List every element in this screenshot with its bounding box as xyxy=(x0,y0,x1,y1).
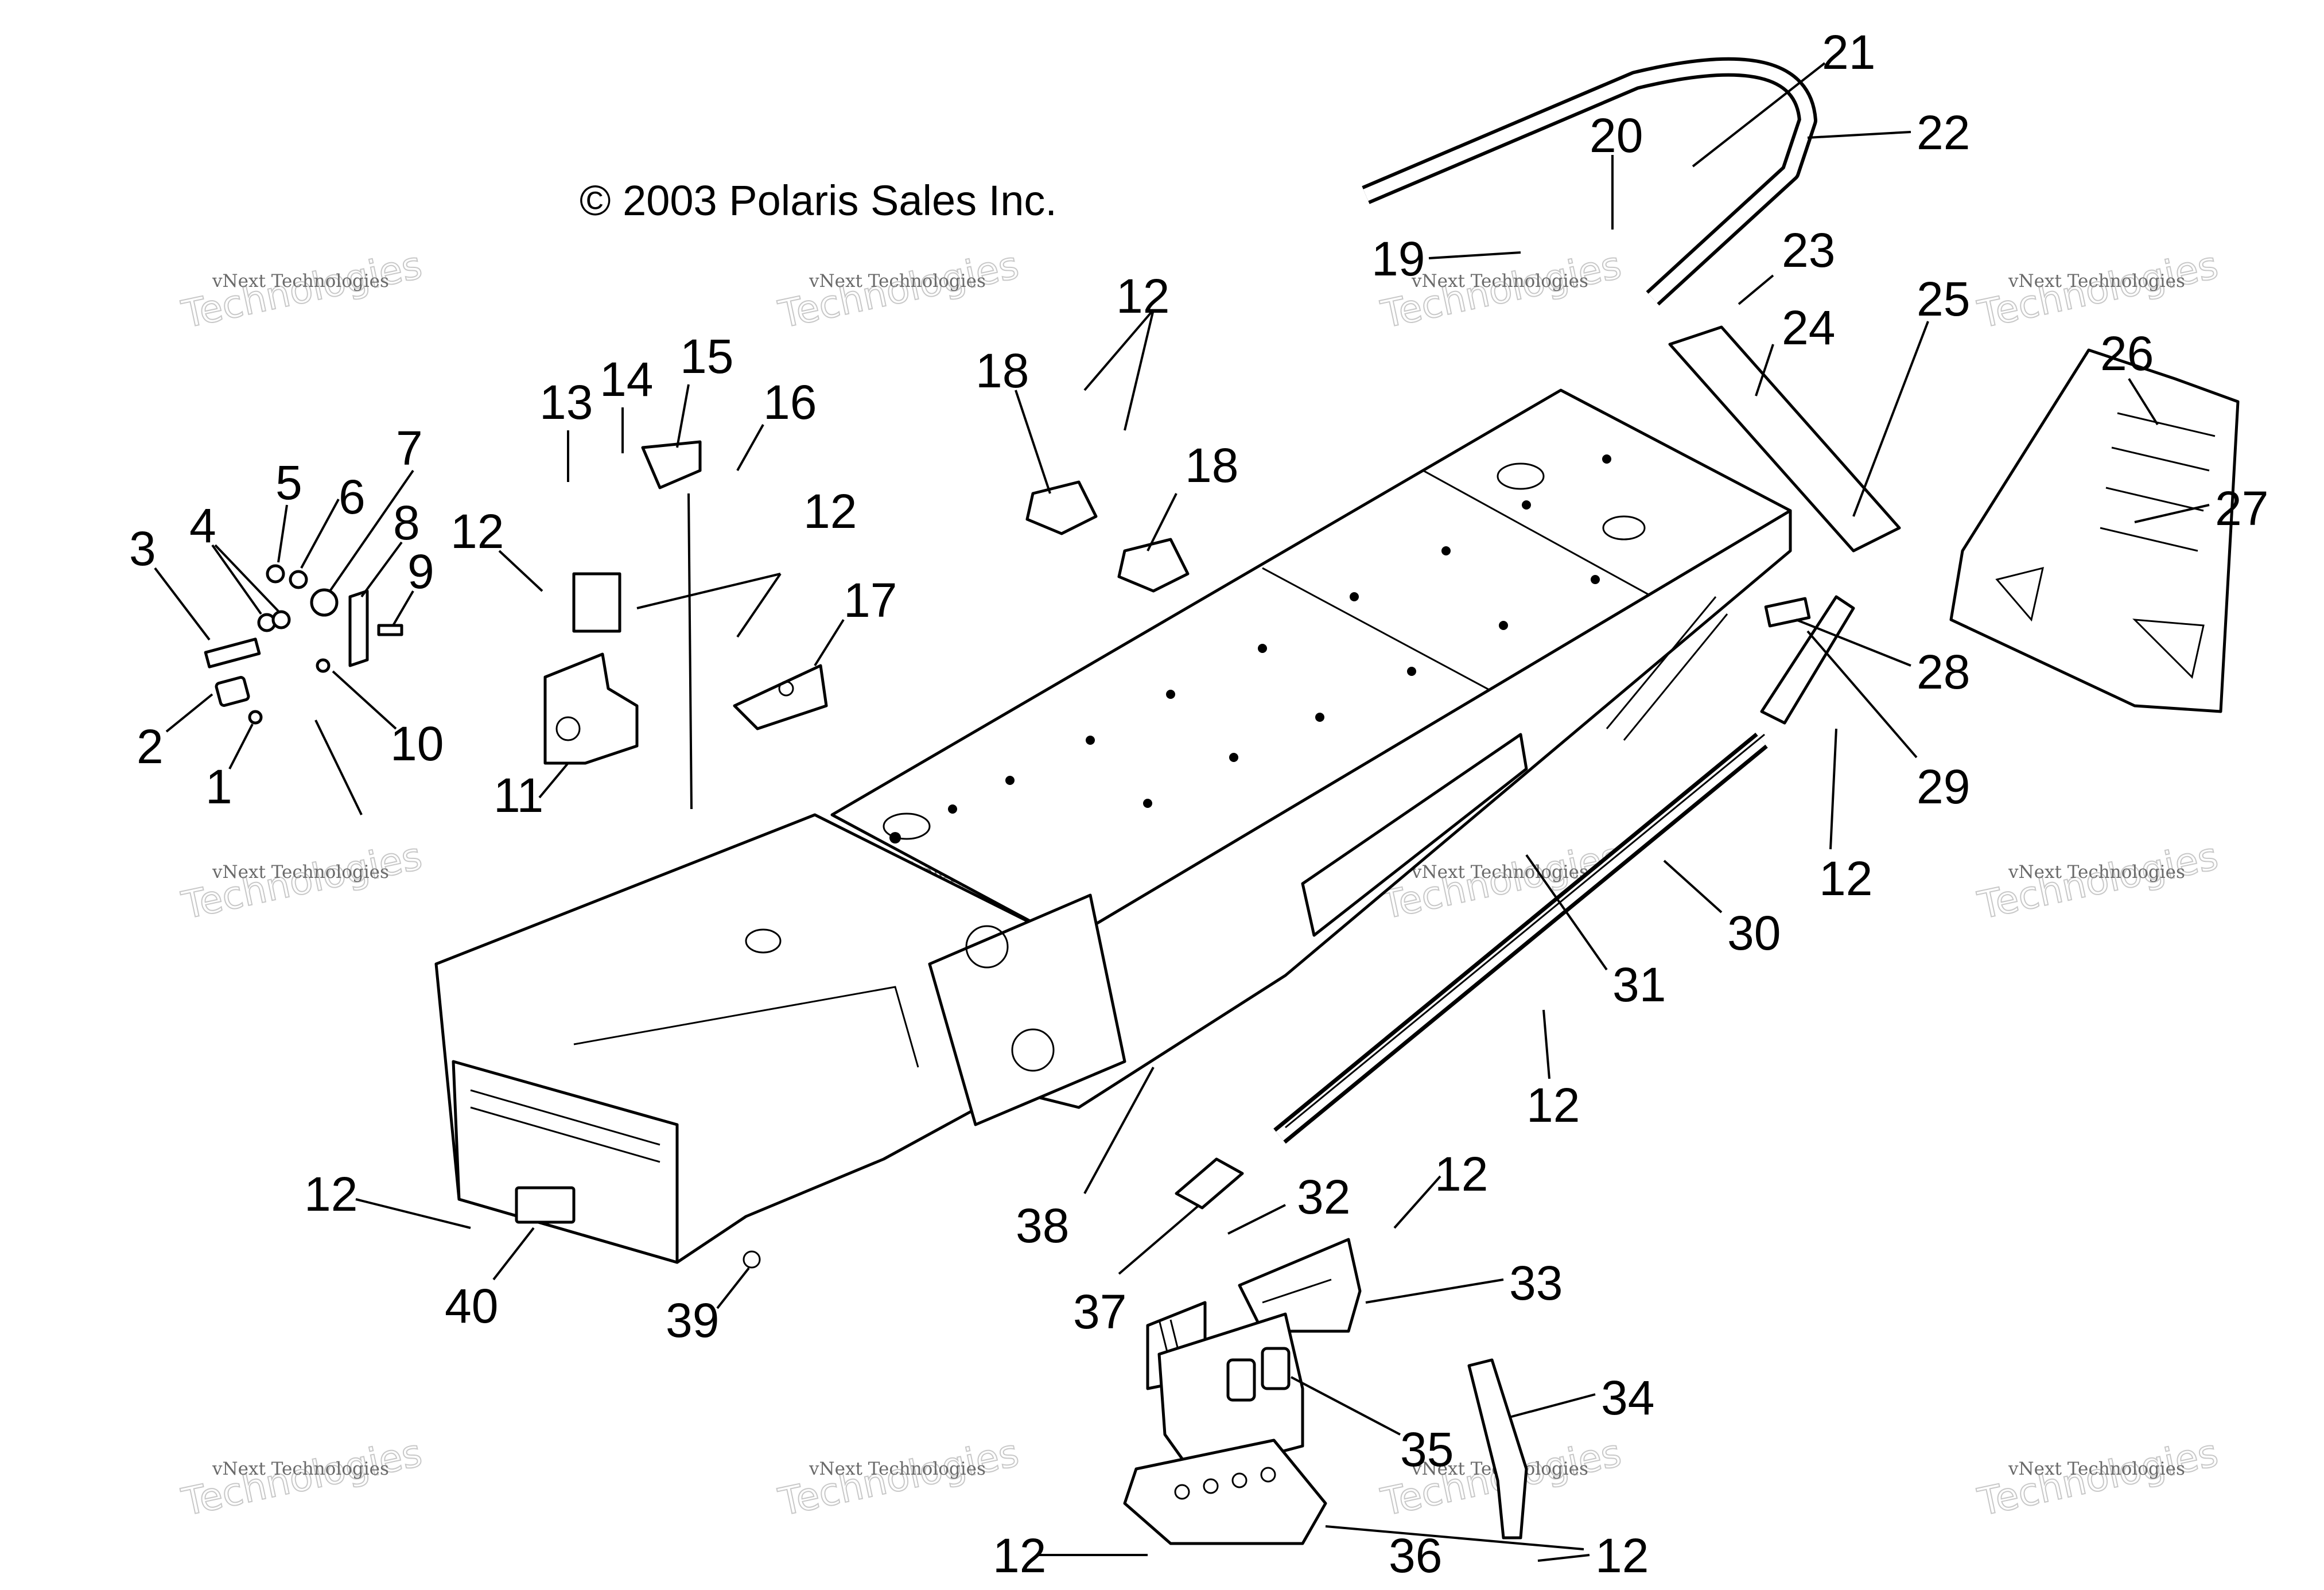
callout-12-left: 12 xyxy=(450,504,504,558)
callout-12-bottom-right: 12 xyxy=(1595,1529,1649,1583)
callout-12-lower: 12 xyxy=(1435,1147,1488,1201)
watermark: Technologies vNext Technologies xyxy=(177,242,426,337)
svg-text:vNext Technologies: vNext Technologies xyxy=(2008,1459,2185,1479)
callout-38: 38 xyxy=(1016,1199,1069,1253)
callout-40: 40 xyxy=(445,1279,498,1333)
hardware-parts-upper-left xyxy=(204,564,403,725)
callout-22: 22 xyxy=(1917,106,1970,160)
callout-12-bracket: 12 xyxy=(803,484,857,538)
bracket-parts xyxy=(543,440,828,765)
chassis-tunnel xyxy=(434,388,1792,1264)
svg-text:vNext Technologies: vNext Technologies xyxy=(212,862,389,883)
copyright-text: © 2003 Polaris Sales Inc. xyxy=(580,177,1057,224)
callout-25: 25 xyxy=(1917,272,1970,326)
slide-rail-part-30 xyxy=(1273,732,1768,1144)
watermark: Technologies vNext Technologies xyxy=(177,833,426,928)
watermark: Technologies vNext Technologies xyxy=(1973,833,2222,928)
callout-28: 28 xyxy=(1917,645,1970,699)
watermark: Technologies vNext Technologies xyxy=(1973,1430,2222,1525)
callout-10: 10 xyxy=(390,717,444,771)
callout-3: 3 xyxy=(129,522,156,576)
snow-flap-part-27 xyxy=(1949,348,2240,713)
callout-7: 7 xyxy=(396,421,423,475)
callout-36: 36 xyxy=(1389,1529,1442,1583)
callout-17: 17 xyxy=(844,573,897,627)
callout-31: 31 xyxy=(1612,958,1666,1012)
callout-12-top: 12 xyxy=(1116,269,1169,323)
callout-18-right: 18 xyxy=(1185,438,1238,492)
watermark: Technologies vNext Technologies xyxy=(774,242,1023,337)
callout-29: 29 xyxy=(1917,760,1970,814)
callout-4: 4 xyxy=(189,499,216,553)
svg-text:vNext Technologies: vNext Technologies xyxy=(212,1459,389,1479)
callout-26: 26 xyxy=(2100,326,2154,380)
callout-12-bottom: 12 xyxy=(993,1529,1046,1583)
callout-33: 33 xyxy=(1509,1256,1563,1310)
callout-27: 27 xyxy=(2215,481,2268,535)
callout-11: 11 xyxy=(493,768,543,822)
svg-text:vNext Technologies: vNext Technologies xyxy=(212,271,389,291)
svg-text:vNext Technologies: vNext Technologies xyxy=(1411,862,1588,883)
callout-19: 19 xyxy=(1371,232,1425,286)
svg-text:vNext Technologies: vNext Technologies xyxy=(1411,271,1588,291)
leader-lines xyxy=(154,62,2210,1562)
svg-text:vNext Technologies: vNext Technologies xyxy=(2008,862,2185,883)
callout-12-rail: 12 xyxy=(1526,1078,1580,1132)
plate-part-29 xyxy=(1764,597,1811,628)
svg-text:vNext Technologies: vNext Technologies xyxy=(809,1459,986,1479)
callouts: 1 2 3 4 5 6 7 8 9 10 11 12 12 12 12 12 1… xyxy=(129,25,2268,1583)
callout-9: 9 xyxy=(407,545,434,598)
callout-8: 8 xyxy=(393,496,420,550)
svg-text:vNext Technologies: vNext Technologies xyxy=(809,271,986,291)
callout-37: 37 xyxy=(1073,1285,1126,1339)
callout-24: 24 xyxy=(1782,301,1835,355)
lower-parts xyxy=(515,1157,1528,1545)
bracket-part-18b xyxy=(1117,538,1190,593)
callout-34: 34 xyxy=(1601,1371,1654,1425)
callout-20: 20 xyxy=(1590,108,1643,162)
callout-15: 15 xyxy=(680,329,733,383)
callout-2: 2 xyxy=(137,720,164,773)
svg-text:vNext Technologies: vNext Technologies xyxy=(2008,271,2185,291)
callout-18-left: 18 xyxy=(976,344,1029,398)
callout-23: 23 xyxy=(1782,223,1835,277)
callout-39: 39 xyxy=(666,1293,719,1347)
callout-14: 14 xyxy=(600,352,653,406)
callout-21: 21 xyxy=(1822,25,1875,79)
watermark: Technologies vNext Technologies xyxy=(1973,242,2222,337)
callout-35: 35 xyxy=(1400,1422,1454,1476)
callout-32: 32 xyxy=(1297,1170,1350,1224)
rear-panel-part-24 xyxy=(1668,325,1901,553)
watermark: Technologies vNext Technologies xyxy=(177,1430,426,1525)
callout-5: 5 xyxy=(275,456,302,510)
callout-12-front: 12 xyxy=(304,1167,357,1221)
bracket-part-18a xyxy=(1025,480,1098,535)
callout-12-right: 12 xyxy=(1819,852,1872,905)
callout-30: 30 xyxy=(1727,906,1781,960)
callout-16: 16 xyxy=(763,375,817,429)
callout-1: 1 xyxy=(205,760,232,814)
callout-6: 6 xyxy=(339,470,366,524)
callout-13: 13 xyxy=(539,375,593,429)
watermark: Technologies vNext Technologies xyxy=(774,1430,1023,1525)
rear-bumper-part-22 xyxy=(1362,57,1817,306)
